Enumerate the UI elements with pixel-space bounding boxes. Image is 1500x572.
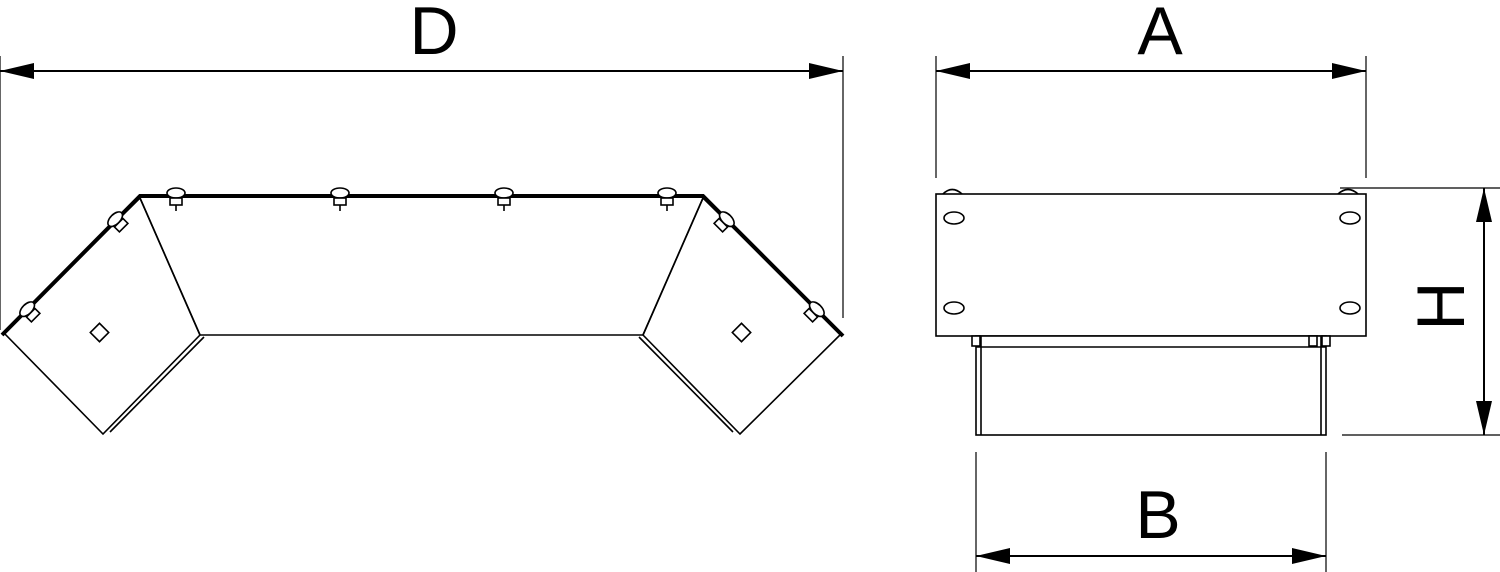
dimension-a-label: A [1137,0,1183,69]
bolt [712,211,735,234]
dimension-b: B [975,452,1327,572]
bolt [107,211,130,234]
lid-outline [0,194,845,338]
bolt [166,187,186,211]
bolt [657,187,677,211]
dimension-h-label: H [1403,281,1479,330]
bolt [330,187,350,211]
dimension-a: A [935,0,1367,178]
plan-view: D [0,0,845,436]
tray-body [971,335,1331,436]
dimension-h: H [1340,187,1500,436]
slot-hole [943,211,965,225]
slot-hole [1339,301,1361,315]
square-mark-right [731,322,752,343]
lid-plate [935,193,1367,337]
slot-hole [1339,211,1361,225]
square-mark-left [89,322,110,343]
slot-hole [943,301,965,315]
dimension-b-label: B [1135,477,1180,553]
bolt [19,301,42,324]
dimension-d-label: D [409,0,458,69]
center-section [139,197,704,336]
bolt [802,301,825,324]
front-view: A B [935,0,1500,572]
bolt [494,187,514,211]
right-bend-section [638,196,843,436]
dimension-d: D [0,0,844,330]
